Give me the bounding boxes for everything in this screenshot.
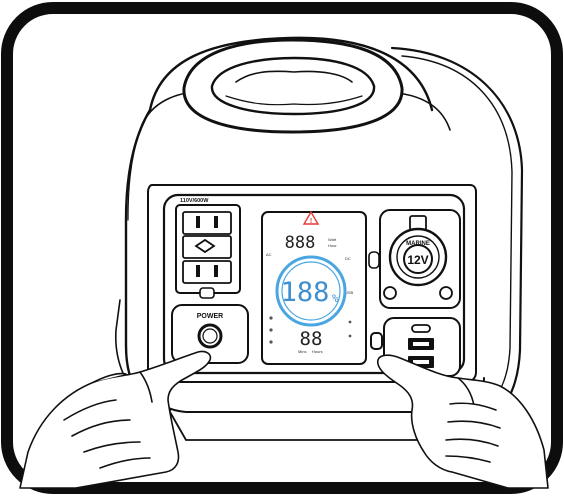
lcd-top-digits: 888	[285, 233, 316, 253]
dc-indicator-light	[369, 252, 379, 268]
ac-socket-bottom[interactable]	[183, 261, 231, 283]
ac-socket-top[interactable]	[183, 212, 231, 234]
lcd-top-caption-lower: Hour	[328, 243, 337, 248]
lcd-display: ! 888 Watt Hour AC DC USB 188 % 88 Mins …	[262, 212, 366, 364]
lcd-dc-label: DC	[345, 256, 351, 261]
power-button[interactable]	[199, 325, 221, 347]
ac-outlet-module: 110V/600W	[176, 198, 240, 298]
carry-handle	[184, 40, 402, 132]
front-panel: 110V/600W POWER	[164, 195, 464, 376]
power-label: POWER	[197, 313, 223, 320]
lcd-bottom-caption-right: Hours	[312, 349, 323, 354]
usb-c-port[interactable]	[412, 325, 430, 332]
ac-adapter-socket[interactable]	[183, 236, 231, 258]
lcd-top-caption-upper: Watt	[328, 237, 337, 242]
dc-socket-module: MARINE 12V	[380, 210, 460, 308]
dc-socket-screw-right	[440, 287, 452, 299]
battery-percent-digits: 188	[281, 277, 330, 308]
dc-socket-screw-left	[384, 287, 396, 299]
marine-label: MARINE	[406, 241, 430, 247]
lcd-bottom-digits: 88	[300, 328, 323, 350]
battery-percent-sign: %	[332, 292, 339, 305]
usb-switch[interactable]	[371, 333, 382, 349]
lcd-bottom-caption-left: Mins	[298, 349, 306, 354]
warning-symbol: !	[310, 218, 312, 225]
ac-rating-label: 110V/600W	[180, 198, 209, 204]
dc-voltage-label: 12V	[407, 253, 428, 267]
lcd-ac-label: AC	[266, 252, 272, 257]
ac-indicator-light	[200, 288, 214, 298]
